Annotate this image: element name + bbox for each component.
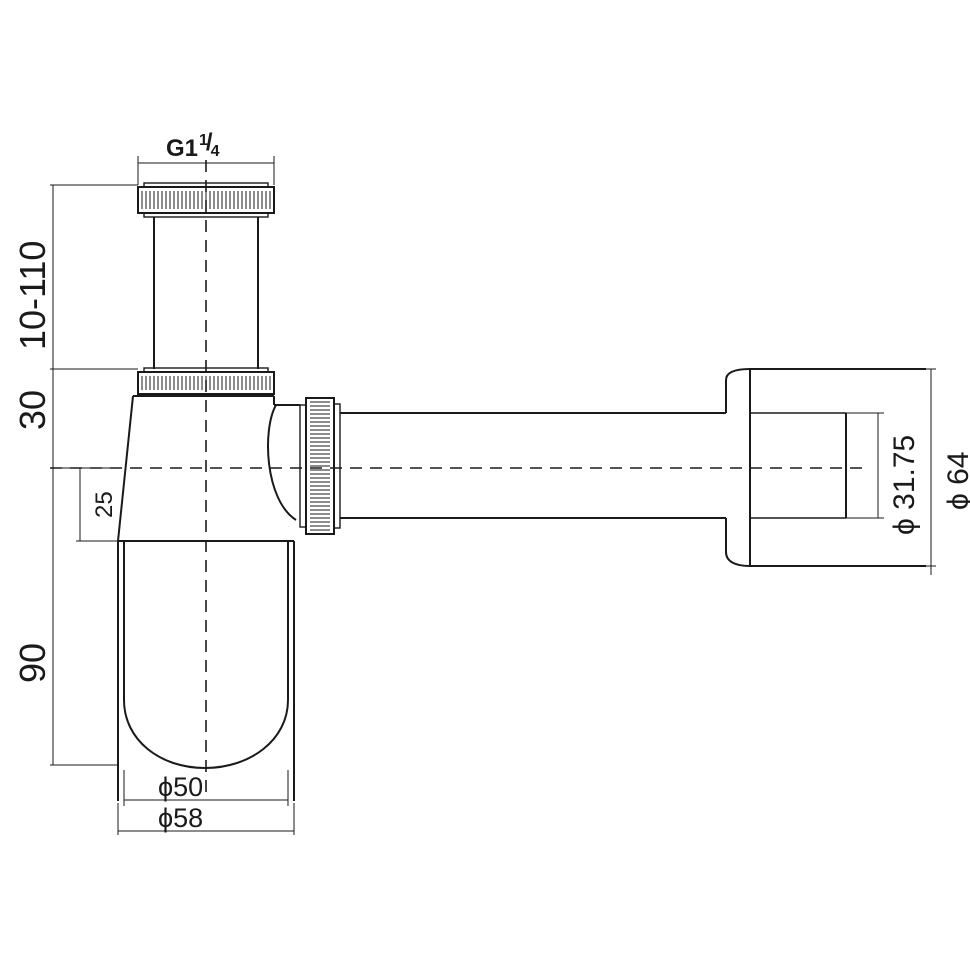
outer-diameter-label: ϕ58 bbox=[158, 803, 203, 833]
body-height-label: 30 bbox=[12, 390, 53, 430]
cup-height-label: 90 bbox=[12, 643, 53, 683]
center-lines bbox=[50, 160, 870, 800]
adjust-height-label: 10-110 bbox=[12, 241, 53, 350]
rosette-diameter-label: ϕ 64 bbox=[942, 451, 970, 510]
thread-size-label: G11/4 bbox=[166, 129, 220, 162]
right-dimensions: ϕ 31.75 ϕ 64 bbox=[846, 368, 970, 575]
outlet-pipe bbox=[340, 412, 726, 519]
siphon-cup bbox=[117, 541, 295, 801]
outlet-offset-label: 25 bbox=[91, 491, 118, 518]
wall-rosette bbox=[725, 368, 926, 567]
bottom-dimensions: ϕ50 ϕ58 bbox=[117, 770, 295, 835]
inner-diameter-label: ϕ50 bbox=[158, 772, 203, 802]
side-thread-nut bbox=[299, 397, 341, 535]
telescopic-tube bbox=[153, 217, 259, 369]
thread-dimension: G11/4 bbox=[137, 129, 275, 185]
pipe-diameter-label: ϕ 31.75 bbox=[888, 435, 921, 535]
left-dimensions: 10-110 30 25 90 bbox=[12, 184, 138, 766]
